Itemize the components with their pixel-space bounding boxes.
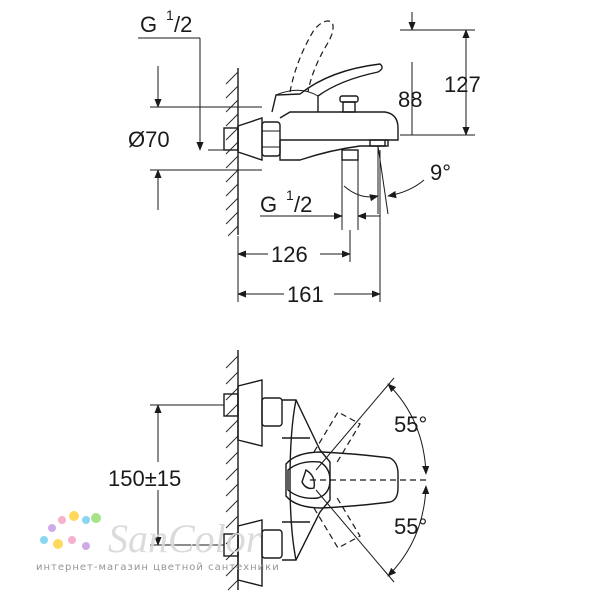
thread-top-sub: /2 <box>174 12 192 37</box>
lever-rotated-up <box>313 377 395 471</box>
dim-angle-9: 9° <box>343 145 451 215</box>
angle-9-label: 9° <box>430 160 451 185</box>
thread-top-sup: 1 <box>166 7 174 23</box>
dim-161: 161 <box>237 150 381 307</box>
dim-angles-front: 55° 55° <box>387 383 430 577</box>
top-view: G 1 /2 Ø70 88 127 <box>128 7 481 307</box>
watermark-brand: SanColor <box>108 516 262 561</box>
front-connector-top <box>223 379 283 447</box>
dot-2-icon <box>58 516 66 524</box>
front-view: 55° 55° 150±15 <box>106 350 430 591</box>
angle-bottom-label: 55° <box>394 514 427 539</box>
thread-bottom-sup: 1 <box>286 187 294 203</box>
dot-6-icon <box>40 536 48 544</box>
watermark-logo: SanColor интернет-магазин цветной сантех… <box>36 511 280 573</box>
dot-4-icon <box>82 516 90 524</box>
diameter-label: Ø70 <box>128 127 170 152</box>
lever-rotated-down <box>313 489 395 583</box>
dot-3-icon <box>69 511 79 521</box>
angle-top-label: 55° <box>394 412 427 437</box>
dim-diameter: Ø70 <box>128 66 262 210</box>
thread-bottom-prefix: G <box>260 192 277 217</box>
thread-top-prefix: G <box>140 12 157 37</box>
dot-9-icon <box>82 542 90 550</box>
dim-126-label: 126 <box>271 242 308 267</box>
dim-126: 126 <box>237 230 351 302</box>
watermark-tagline: интернет-магазин цветной сантехники <box>36 562 280 573</box>
dot-5-icon <box>91 513 101 523</box>
dot-1-icon <box>48 524 56 532</box>
dim-thread-top: G 1 /2 <box>138 7 224 151</box>
thread-bottom-sub: /2 <box>294 192 312 217</box>
distance-label: 150±15 <box>108 466 181 491</box>
dim-88-label: 88 <box>398 87 422 112</box>
dim-thread-bottom: G 1 /2 <box>260 160 380 230</box>
lever-top <box>271 20 383 113</box>
mixer-body-top <box>279 95 399 161</box>
dim-161-label: 161 <box>287 282 324 307</box>
lever-front <box>285 451 430 509</box>
dot-7-icon <box>53 539 63 549</box>
dim-127-label: 127 <box>444 72 481 97</box>
wall-top <box>225 68 239 237</box>
wall-connector-top <box>223 117 281 161</box>
dot-8-icon <box>68 536 76 544</box>
dim-150: 150±15 <box>106 404 224 546</box>
dim-heights: 88 127 <box>398 12 481 136</box>
